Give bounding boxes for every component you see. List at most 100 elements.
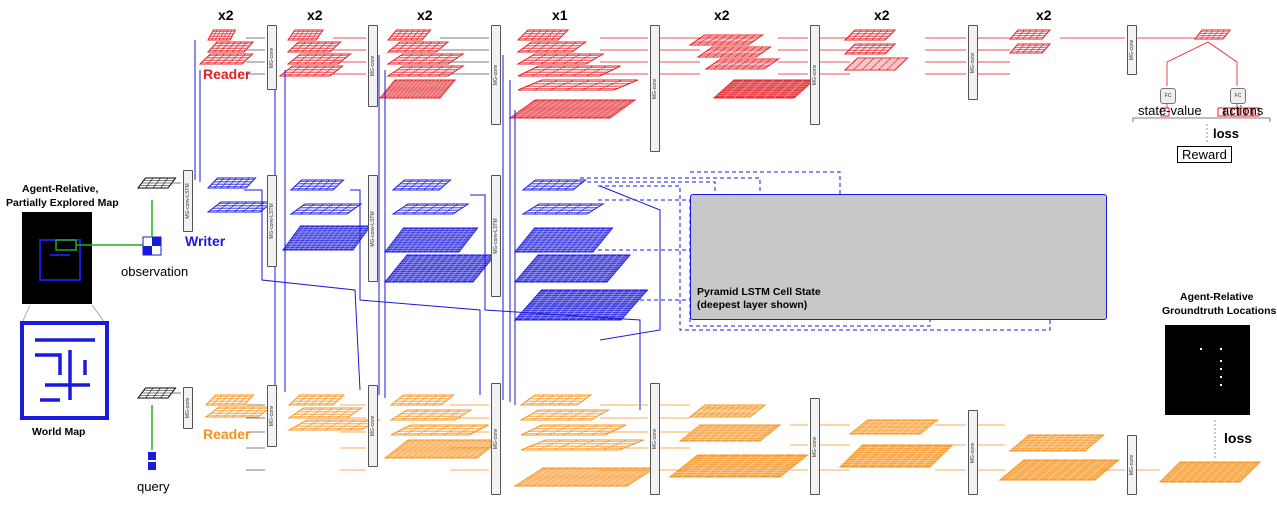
query-feature-layer-gridline xyxy=(905,419,924,435)
query-feature-layer-gridline xyxy=(1066,459,1091,481)
observation-label: observation xyxy=(121,264,189,279)
query-feature-layer-gridline xyxy=(1069,434,1089,452)
reader-feature-layer-gridline xyxy=(733,34,749,46)
cell-state-link xyxy=(690,171,841,200)
mg-conv-block: MG-conv xyxy=(1127,25,1137,75)
writer-feature-layer-gridline xyxy=(587,227,608,253)
writer-feature-layer-gridline xyxy=(600,254,624,283)
multiplier-7: x2 xyxy=(1036,7,1052,23)
writer-routing-line xyxy=(470,194,641,410)
query-feature-layer-gridline xyxy=(436,439,460,459)
reader-feature-layer-gridline xyxy=(748,46,764,58)
reader-feature-layer-gridline xyxy=(578,99,604,119)
writer-feature-layer-gridline xyxy=(442,227,462,253)
writer-feature-layer-gridline xyxy=(432,227,452,253)
groundtruth-point xyxy=(1220,368,1222,370)
writer-feature-layer-gridline xyxy=(567,254,591,283)
reader-feature-layer-gridline xyxy=(421,79,437,99)
query-feature-layer-gridline xyxy=(1056,459,1081,481)
writer-feature-layer-gridline xyxy=(573,254,598,283)
query-feature-layer-gridline xyxy=(459,439,483,459)
mg-conv-lstm-block: MG-conv-LSTM xyxy=(267,175,277,267)
mg-conv-block: MG-conv xyxy=(491,383,501,495)
query-feature-layer-gridline xyxy=(735,454,764,478)
reader-feature-layer-gridline xyxy=(763,79,785,99)
query-feature-layer-gridline xyxy=(898,419,917,435)
query-feature-layer-gridline xyxy=(757,454,786,478)
query-feature-layer-gridline xyxy=(442,439,466,459)
reader-feature-layer-gridline xyxy=(741,46,757,58)
observation-icon xyxy=(152,237,161,246)
reader-feature-layer-gridline xyxy=(572,99,598,119)
query-feature-layer-gridline xyxy=(465,439,489,459)
action-output xyxy=(1238,107,1246,117)
writer-feature-layer-gridline xyxy=(427,227,447,253)
writer-feature-layer-gridline xyxy=(342,225,361,251)
reader-feature-layer-gridline xyxy=(566,99,592,119)
bracket-line xyxy=(1132,117,1271,122)
cell-state-title: Pyramid LSTM Cell State xyxy=(697,286,821,298)
writer-feature-layer-gridline xyxy=(453,254,477,283)
query-feature-layer-gridline xyxy=(619,467,649,487)
reader-bottom-label: Reader xyxy=(203,426,251,442)
query-feature-layer-gridline xyxy=(743,404,760,418)
mg-conv-block: MG-conv xyxy=(368,385,378,467)
query-feature-layer-gridline xyxy=(920,444,944,468)
query-feature-layer-gridline xyxy=(725,404,742,418)
query-feature-layer-gridline xyxy=(1075,459,1100,481)
groundtruth-point xyxy=(1220,360,1222,362)
query-feature-layer-gridline xyxy=(768,454,797,478)
cell-state-link xyxy=(598,185,1051,331)
map-title-line2: Partially Explored Map xyxy=(6,197,119,209)
query-feature-layer-gridline xyxy=(737,404,754,418)
writer-feature-layer-gridline xyxy=(453,227,473,253)
reader-feature-layer-gridline xyxy=(413,79,429,99)
writer-feature-layer-gridline xyxy=(582,289,610,321)
writer-feature-layer-gridline xyxy=(590,289,618,321)
cell-state-link xyxy=(580,177,761,200)
query-feature-layer-gridline xyxy=(911,444,935,468)
fc-actions-block: FC xyxy=(1230,88,1246,104)
writer-feature-layer-gridline xyxy=(598,289,626,321)
reader-feature-layer-gridline xyxy=(756,58,772,70)
query-feature-layer-gridline xyxy=(448,439,472,459)
query-feature-layer-gridline xyxy=(731,404,748,418)
query-feature-layer-gridline xyxy=(453,439,478,459)
reader-feature-layer-gridline xyxy=(734,46,749,58)
query-feature-layer-gridline xyxy=(1054,434,1074,452)
writer-feature-layer-gridline xyxy=(605,289,633,321)
query-feature-layer-gridline xyxy=(902,444,926,468)
mg-conv-block: MG-conv xyxy=(810,25,820,125)
query-feature-layer-gridline xyxy=(591,467,621,487)
mg-conv-block: MG-conv xyxy=(491,25,501,125)
reader-feature-layer xyxy=(1193,29,1232,40)
query-label: query xyxy=(137,479,170,494)
action-output xyxy=(1217,107,1225,117)
writer-feature-layer-gridline xyxy=(559,227,580,253)
loss-top-label: loss xyxy=(1213,126,1240,141)
reader-feature-layer-gridline xyxy=(584,99,611,119)
multiplier-1: x2 xyxy=(218,7,234,23)
reader-feature-layer-gridline xyxy=(428,79,444,99)
query-feature-layer-gridline xyxy=(891,419,910,435)
multiplier-3: x2 xyxy=(417,7,433,23)
writer-feature-layer-gridline xyxy=(575,289,603,321)
reader-feature-layer xyxy=(1008,29,1052,40)
reader-feature-layer-gridline xyxy=(783,79,805,99)
writer-feature-layer-gridline xyxy=(581,227,602,253)
writer-feature-layer-gridline xyxy=(460,254,483,283)
writer-feature-layer-gridline xyxy=(347,225,366,251)
reader-feature-layer-gridline xyxy=(417,79,433,99)
head-split-line xyxy=(1166,41,1209,86)
query-feature-layer-gridline xyxy=(912,419,931,435)
reader-feature-layer-gridline xyxy=(436,79,452,99)
groundtruth-point xyxy=(1200,348,1202,350)
query-feature-layer-gridline xyxy=(584,467,614,487)
writer-feature-layer-gridline xyxy=(337,225,356,251)
actions-label: actions xyxy=(1222,103,1264,118)
query-feature-layer-gridline xyxy=(735,424,757,442)
action-output xyxy=(1224,107,1232,117)
query-grid-gridline xyxy=(160,387,169,399)
zoom-line xyxy=(21,304,106,324)
